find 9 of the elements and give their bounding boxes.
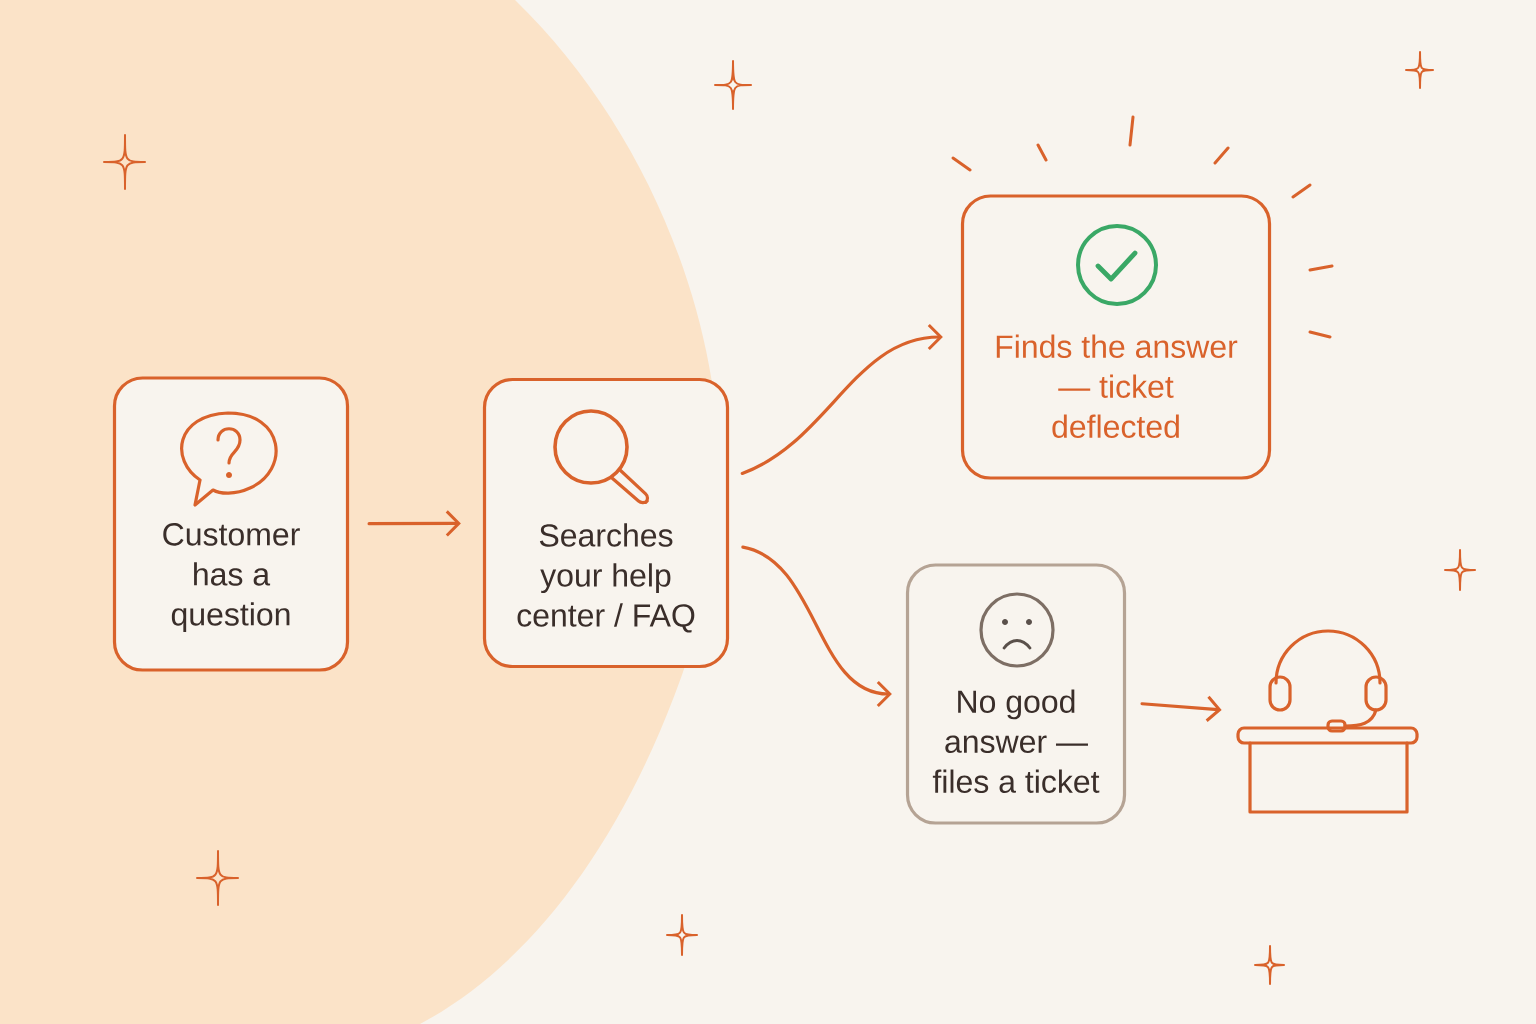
process-box: Customer has a question (112, 376, 350, 672)
process-box: No good answer — files a ticket (905, 563, 1127, 825)
arrow (740, 323, 943, 476)
process-box: Searches your help center / FAQ (482, 377, 730, 669)
arrow (1140, 695, 1222, 722)
picture (1236, 629, 1419, 814)
arrow (367, 510, 461, 537)
process-box: Finds the answer — ticket deflected (960, 194, 1272, 480)
arrow (741, 545, 892, 708)
